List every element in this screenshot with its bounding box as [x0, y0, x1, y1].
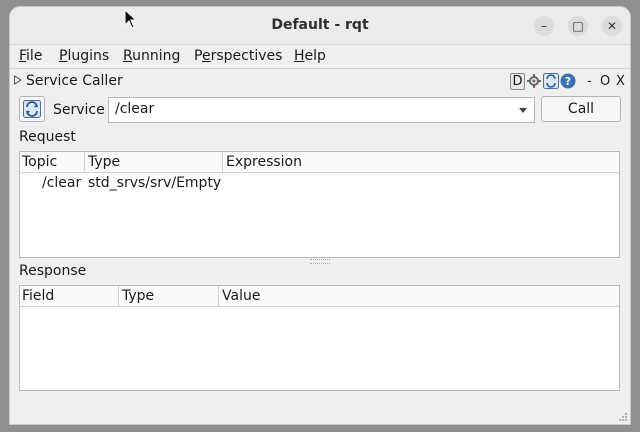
close-icon: ✕ [606, 19, 618, 33]
column-divider[interactable] [218, 286, 219, 306]
maximize-button[interactable]: □ [568, 16, 588, 36]
help-icon[interactable]: ? [560, 73, 576, 89]
menu-bar: File Plugins Running Perspectives Help [10, 45, 630, 68]
column-header-type[interactable]: Type [88, 154, 121, 170]
plugin-d-button[interactable]: D [510, 73, 525, 90]
response-label: Response [19, 263, 87, 279]
collapse-triangle-icon[interactable] [14, 75, 22, 85]
minimize-icon: – [541, 19, 547, 33]
column-header-field[interactable]: Field [22, 288, 55, 304]
request-table-header: Topic Type Expression [20, 152, 619, 173]
menu-file[interactable]: File [19, 48, 43, 64]
request-table[interactable]: Topic Type Expression /clear std_srvs/sr… [19, 151, 620, 258]
title-bar[interactable]: Default - rqt – □ ✕ [10, 7, 630, 45]
column-header-topic[interactable]: Topic [22, 154, 58, 170]
refresh-icon [23, 100, 41, 118]
plugin-close-button[interactable]: X [616, 74, 625, 89]
response-table[interactable]: Field Type Value [19, 285, 620, 391]
splitter-handle[interactable] [310, 259, 330, 264]
minimize-button[interactable]: – [534, 16, 554, 36]
close-button[interactable]: ✕ [602, 16, 622, 36]
service-combobox[interactable]: /clear [108, 97, 535, 123]
gear-icon[interactable] [527, 74, 541, 88]
rqt-window: Default - rqt – □ ✕ File Plugins Running… [10, 7, 630, 424]
window-title: Default - rqt [271, 17, 369, 33]
plugin-float-button[interactable]: O [600, 74, 611, 89]
chevron-down-icon [519, 108, 527, 113]
mouse-pointer-icon [124, 9, 138, 29]
resize-grip-icon[interactable] [616, 410, 628, 422]
response-table-header: Field Type Value [20, 286, 619, 307]
svg-text:?: ? [565, 75, 571, 88]
column-header-expression[interactable]: Expression [226, 154, 302, 170]
menu-perspectives[interactable]: Perspectives [194, 48, 283, 64]
column-divider[interactable] [84, 152, 85, 172]
service-label: Service [53, 102, 105, 118]
plugin-minimize-button[interactable]: - [587, 74, 592, 89]
column-divider[interactable] [118, 286, 119, 306]
reload-icon[interactable] [543, 73, 559, 89]
call-button[interactable]: Call [541, 96, 621, 122]
menu-help[interactable]: Help [294, 48, 326, 64]
menu-running[interactable]: Running [123, 48, 181, 64]
refresh-button[interactable] [19, 96, 45, 122]
plugin-header: Service Caller D ? - O X [10, 68, 630, 94]
plugin-title: Service Caller [26, 73, 123, 89]
column-divider[interactable] [222, 152, 223, 172]
request-label: Request [19, 129, 76, 145]
maximize-icon: □ [572, 19, 584, 33]
menu-plugins[interactable]: Plugins [59, 48, 110, 64]
column-header-value[interactable]: Value [222, 288, 261, 304]
table-row[interactable]: /clear std_srvs/srv/Empty [20, 174, 619, 194]
request-topic-cell: /clear [42, 175, 82, 191]
service-selected-value: /clear [115, 101, 155, 117]
request-type-cell: std_srvs/srv/Empty [88, 175, 222, 191]
column-header-type[interactable]: Type [122, 288, 155, 304]
